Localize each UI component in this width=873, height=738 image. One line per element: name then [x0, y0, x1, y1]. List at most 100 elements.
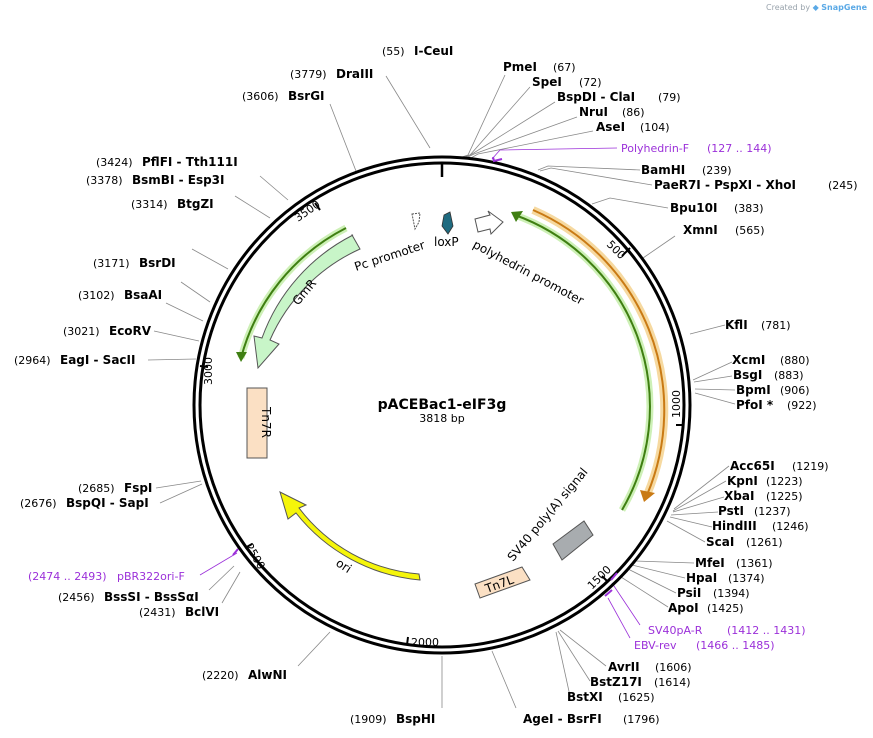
svg-text:PaeR7I - PspXI - XhoI: PaeR7I - PspXI - XhoI: [654, 178, 796, 192]
svg-text:BsrGI: BsrGI: [288, 89, 325, 103]
svg-text:KflI: KflI: [725, 318, 748, 332]
site-draiii[interactable]: (3779) DraIII: [290, 67, 373, 81]
snapgene-logo-icon: ◆: [812, 3, 819, 12]
svg-text:(781): (781): [761, 319, 791, 332]
tick-label-1000: 1000: [670, 390, 683, 418]
site-kfli[interactable]: KflI (781): [725, 318, 791, 332]
site-pflfi-tth111i[interactable]: (3424)PflFI - Tth111I: [96, 155, 238, 169]
svg-text:(2685): (2685): [78, 482, 115, 495]
svg-text:SpeI: SpeI: [532, 75, 562, 89]
site-bstxi[interactable]: BstXI (1625): [567, 690, 655, 704]
site-acc65i[interactable]: Acc65I(1219): [730, 459, 829, 473]
svg-text:BsmBI - Esp3I: BsmBI - Esp3I: [132, 173, 224, 187]
polyhedrin-promoter-arrow[interactable]: [474, 210, 504, 236]
primer-sv40pa-r[interactable]: SV40pA-R(1412 .. 1431): [648, 624, 806, 637]
svg-text:XmnI: XmnI: [683, 223, 718, 237]
svg-text:(1394): (1394): [713, 587, 750, 600]
svg-text:PflFI - Tth111I: PflFI - Tth111I: [142, 155, 238, 169]
svg-text:MfeI: MfeI: [695, 556, 725, 570]
primer-ebv-rev[interactable]: EBV-rev(1466 .. 1485): [634, 639, 775, 652]
svg-text:(1374): (1374): [728, 572, 765, 585]
tn7l-feature[interactable]: [474, 566, 531, 599]
site-hindiii[interactable]: HindIII(1246): [712, 519, 809, 533]
site-bsgi[interactable]: BsgI(883): [733, 368, 804, 382]
svg-text:(3102): (3102): [78, 289, 115, 302]
site-bspqi-sapi[interactable]: (2676)BspQI - SapI: [20, 496, 149, 510]
svg-text:PfoI *: PfoI *: [736, 398, 774, 412]
site-btgzi[interactable]: (3314)BtgZI: [131, 197, 214, 211]
restriction-site-labels: (55)I-CeuI PmeI(67) SpeI(72) BspDI - Cla…: [14, 44, 858, 726]
svg-text:(3021): (3021): [63, 325, 100, 338]
site-bamhi[interactable]: BamHI(239): [641, 163, 732, 177]
svg-text:BamHI: BamHI: [641, 163, 685, 177]
site-bspdi-clai[interactable]: BspDI - ClaI(79): [557, 90, 681, 104]
svg-text:PstI: PstI: [718, 504, 744, 518]
site-xbai[interactable]: XbaI(1225): [724, 489, 803, 503]
svg-text:(3779): (3779): [290, 68, 327, 81]
site-agei-bsrfi[interactable]: AgeI - BsrFI(1796): [523, 712, 660, 726]
site-scai[interactable]: ScaI(1261): [706, 535, 783, 549]
site-xcmi[interactable]: XcmI(880): [732, 353, 810, 367]
site-bsmbi-esp3i[interactable]: (3378)BsmBI - Esp3I: [86, 173, 224, 187]
tn7r-feature[interactable]: [246, 387, 268, 459]
svg-text:(1614): (1614): [654, 676, 691, 689]
svg-text:(3314): (3314): [131, 198, 168, 211]
orf-arc: [532, 209, 666, 496]
svg-text:PmeI: PmeI: [503, 60, 537, 74]
site-avrii[interactable]: AvrII(1606): [608, 660, 692, 674]
gmr-feature-arrow[interactable]: [253, 234, 361, 370]
site-apoi[interactable]: ApoI(1425): [668, 601, 744, 615]
site-nrui[interactable]: NruI(86): [579, 105, 645, 119]
site-hpai[interactable]: HpaI(1374): [686, 571, 765, 585]
svg-text:BstXI: BstXI: [567, 690, 603, 704]
site-ecorv[interactable]: (3021)EcoRV: [63, 324, 152, 338]
site-eagi-sacii[interactable]: (2964)EagI - SacII: [14, 353, 135, 367]
loxp-feature[interactable]: [441, 211, 454, 235]
site-spei[interactable]: SpeI(72): [532, 75, 602, 89]
site-bsrgi[interactable]: (3606)BsrGI: [242, 89, 325, 103]
svg-text:(1625): (1625): [618, 691, 655, 704]
site-bpu10i[interactable]: Bpu10I(383): [670, 201, 764, 215]
svg-text:pBR322ori-F: pBR322ori-F: [117, 570, 185, 583]
site-bsssi-bsssai[interactable]: (2456)BssSI - BssSαI: [58, 590, 199, 604]
site-bstz17i[interactable]: BstZ17I(1614): [590, 675, 691, 689]
site-bclvi[interactable]: (2431)BclVI: [139, 605, 219, 619]
site-psii[interactable]: PsiI(1394): [677, 586, 750, 600]
tick-marks: [199, 202, 684, 646]
primer-labels: Polyhedrin-F(127 .. 144) SV40pA-R(1412 .…: [28, 142, 806, 652]
svg-text:DraIII: DraIII: [336, 67, 373, 81]
svg-text:ApoI: ApoI: [668, 601, 699, 615]
site-pfoi[interactable]: PfoI *(922): [736, 398, 817, 412]
primer-polyhedrin-f[interactable]: Polyhedrin-F(127 .. 144): [621, 142, 772, 155]
svg-text:BspQI - SapI: BspQI - SapI: [66, 496, 149, 510]
site-asei[interactable]: AseI(104): [596, 120, 670, 134]
site-bsphi[interactable]: (1909)BspHI: [350, 712, 435, 726]
site-xmni[interactable]: XmnI(565): [683, 223, 765, 237]
svg-text:(127 .. 144): (127 .. 144): [707, 142, 772, 155]
svg-text:(1796): (1796): [623, 713, 660, 726]
site-fspi[interactable]: (2685)FspI: [78, 481, 152, 495]
site-i-ceui[interactable]: (55)I-CeuI: [382, 44, 453, 58]
svg-text:BspDI - ClaI: BspDI - ClaI: [557, 90, 635, 104]
pc-promoter-arrow[interactable]: [411, 212, 421, 231]
primer-sv40pa-r-mark: [610, 572, 618, 581]
site-alwni[interactable]: (2220)AlwNI: [202, 668, 287, 682]
site-bsaai[interactable]: (3102)BsaAI: [78, 288, 162, 302]
tn7r-label: Tn7R: [259, 406, 273, 438]
sv40-polya-feature[interactable]: [552, 520, 594, 561]
svg-text:ScaI: ScaI: [706, 535, 734, 549]
site-kpni[interactable]: KpnI(1223): [727, 474, 803, 488]
loxp-label: loxP: [434, 235, 459, 249]
ori-feature-arrow[interactable]: [279, 491, 421, 581]
site-pmei[interactable]: PmeI(67): [503, 60, 576, 74]
site-paer7i-pspxi-xhoi[interactable]: PaeR7I - PspXI - XhoI(245): [654, 178, 858, 192]
site-mfei[interactable]: MfeI(1361): [695, 556, 773, 570]
svg-text:(906): (906): [780, 384, 810, 397]
svg-text:(383): (383): [734, 202, 764, 215]
site-bpmi[interactable]: BpmI(906): [736, 383, 810, 397]
svg-text:I-CeuI: I-CeuI: [414, 44, 453, 58]
primer-pbr322ori-f[interactable]: (2474 .. 2493)pBR322ori-F: [28, 570, 185, 583]
site-psti[interactable]: PstI(1237): [718, 504, 791, 518]
site-bsrdi[interactable]: (3171)BsrDI: [93, 256, 176, 270]
